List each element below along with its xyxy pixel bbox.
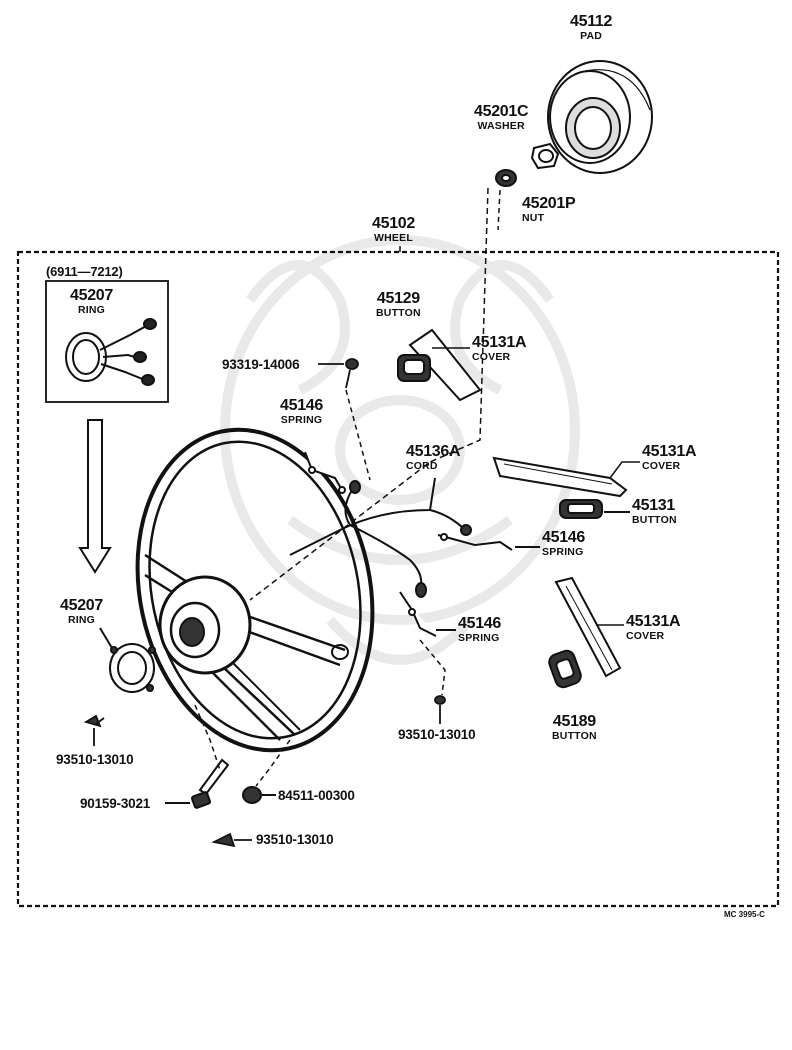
leader-bolt-dash bbox=[194, 704, 221, 771]
label-screw-bottom: 93510-13010 bbox=[256, 832, 334, 847]
spring-center-drawing bbox=[399, 591, 456, 637]
leader-screw-dash bbox=[345, 389, 371, 481]
ring-drawing bbox=[99, 627, 156, 693]
part-name: SPRING bbox=[280, 414, 323, 426]
part-number: 45129 bbox=[376, 290, 420, 307]
part-number: 45207 bbox=[60, 597, 103, 614]
part-number: 45207 bbox=[70, 287, 113, 304]
watermark-logo bbox=[220, 235, 580, 665]
label-screw-93319: 93319-14006 bbox=[222, 357, 300, 372]
button-cover-top-drawing bbox=[397, 328, 482, 402]
nut-84511-drawing bbox=[242, 786, 276, 804]
transition-arrow bbox=[78, 419, 112, 574]
part-name: SPRING bbox=[458, 632, 500, 644]
button-45189-drawing bbox=[548, 649, 582, 689]
label-nut: 45201P NUT bbox=[522, 195, 576, 224]
part-name: RING bbox=[77, 304, 106, 316]
part-name: CORD bbox=[406, 460, 438, 472]
label-screw-left: 93510-13010 bbox=[56, 752, 134, 767]
label-ring: 45207 RING bbox=[60, 598, 103, 626]
leader-nut-dash bbox=[255, 739, 291, 787]
label-screw-center: 93510-13010 bbox=[398, 727, 476, 742]
assembly-number: 45102 bbox=[372, 215, 415, 232]
bolt-drawing bbox=[165, 758, 230, 809]
screw-93319-drawing bbox=[318, 358, 359, 389]
label-spring-right: 45146 SPRING bbox=[542, 530, 585, 558]
pad-drawing bbox=[547, 60, 653, 174]
part-name: PAD bbox=[580, 30, 603, 42]
spring-left-drawing bbox=[304, 451, 346, 494]
spring-right-upper-drawing bbox=[437, 533, 540, 551]
label-washer: 45201C WASHER bbox=[474, 103, 529, 132]
part-number: 45146 bbox=[542, 529, 585, 546]
drawing-code: MC 3995-C bbox=[724, 910, 765, 919]
label-ring-inset: 45207 RING bbox=[70, 288, 113, 316]
part-number: 45189 bbox=[552, 713, 596, 730]
part-name: SPRING bbox=[542, 546, 584, 558]
inset-ring-drawing bbox=[65, 318, 157, 386]
part-name: COVER bbox=[472, 351, 511, 363]
steering-wheel-drawing bbox=[135, 427, 375, 753]
part-number: 45131A bbox=[472, 334, 527, 351]
cover-mid-drawing bbox=[492, 456, 628, 498]
assembly-name: WHEEL bbox=[374, 232, 413, 244]
part-number: 45201P bbox=[522, 195, 576, 212]
part-name: BUTTON bbox=[632, 514, 677, 526]
leader-45131a-mid bbox=[609, 461, 640, 479]
label-pad: 45112 PAD bbox=[570, 14, 612, 42]
wheel-assembly-frame bbox=[16, 246, 780, 908]
inset-box bbox=[45, 280, 169, 403]
inset-range: (6911—7212) bbox=[46, 264, 123, 279]
leader-pad-dash bbox=[497, 189, 501, 231]
screw-bottom-drawing bbox=[211, 832, 252, 848]
label-spring-left: 45146 SPRING bbox=[280, 398, 323, 426]
leader-spring-center-dash bbox=[419, 639, 446, 696]
label-wheel: 45102 WHEEL bbox=[372, 216, 415, 244]
part-number: 45131 bbox=[632, 497, 675, 514]
cord-drawing bbox=[289, 477, 472, 598]
label-button-45131: 45131 BUTTON bbox=[632, 498, 677, 526]
part-number: 45136A bbox=[406, 443, 461, 460]
label-cover-mid: 45131A COVER bbox=[642, 443, 697, 472]
part-name: BUTTON bbox=[552, 730, 597, 742]
label-cord: 45136A CORD bbox=[406, 443, 461, 472]
part-number: 45131A bbox=[626, 613, 681, 630]
cover-lower-drawing bbox=[554, 576, 622, 678]
part-name: NUT bbox=[522, 212, 545, 224]
part-number: 45201C bbox=[474, 103, 529, 120]
button-45131-drawing bbox=[559, 499, 630, 519]
part-name: COVER bbox=[626, 630, 665, 642]
screw-center-drawing bbox=[434, 695, 446, 724]
part-number: 45146 bbox=[280, 397, 323, 414]
label-button-45129: 45129 BUTTON bbox=[376, 291, 421, 319]
label-cover-top: 45131A COVER bbox=[472, 334, 527, 363]
label-bolt: 90159-3021 bbox=[80, 796, 151, 811]
label-spring-center: 45146 SPRING bbox=[458, 616, 501, 644]
label-button-45189: 45189 BUTTON bbox=[552, 714, 597, 742]
part-name: WASHER bbox=[477, 120, 525, 132]
part-name: RING bbox=[67, 614, 96, 626]
part-name: COVER bbox=[642, 460, 681, 472]
screw-left-drawing bbox=[83, 714, 105, 746]
washer-nut-drawing bbox=[495, 142, 560, 187]
label-nut-84511: 84511-00300 bbox=[278, 788, 355, 803]
part-number: 45112 bbox=[570, 13, 613, 30]
part-number: 45146 bbox=[458, 615, 501, 632]
part-number: 45131A bbox=[642, 443, 697, 460]
part-name: BUTTON bbox=[376, 307, 421, 319]
label-cover-lower: 45131A COVER bbox=[626, 613, 681, 642]
